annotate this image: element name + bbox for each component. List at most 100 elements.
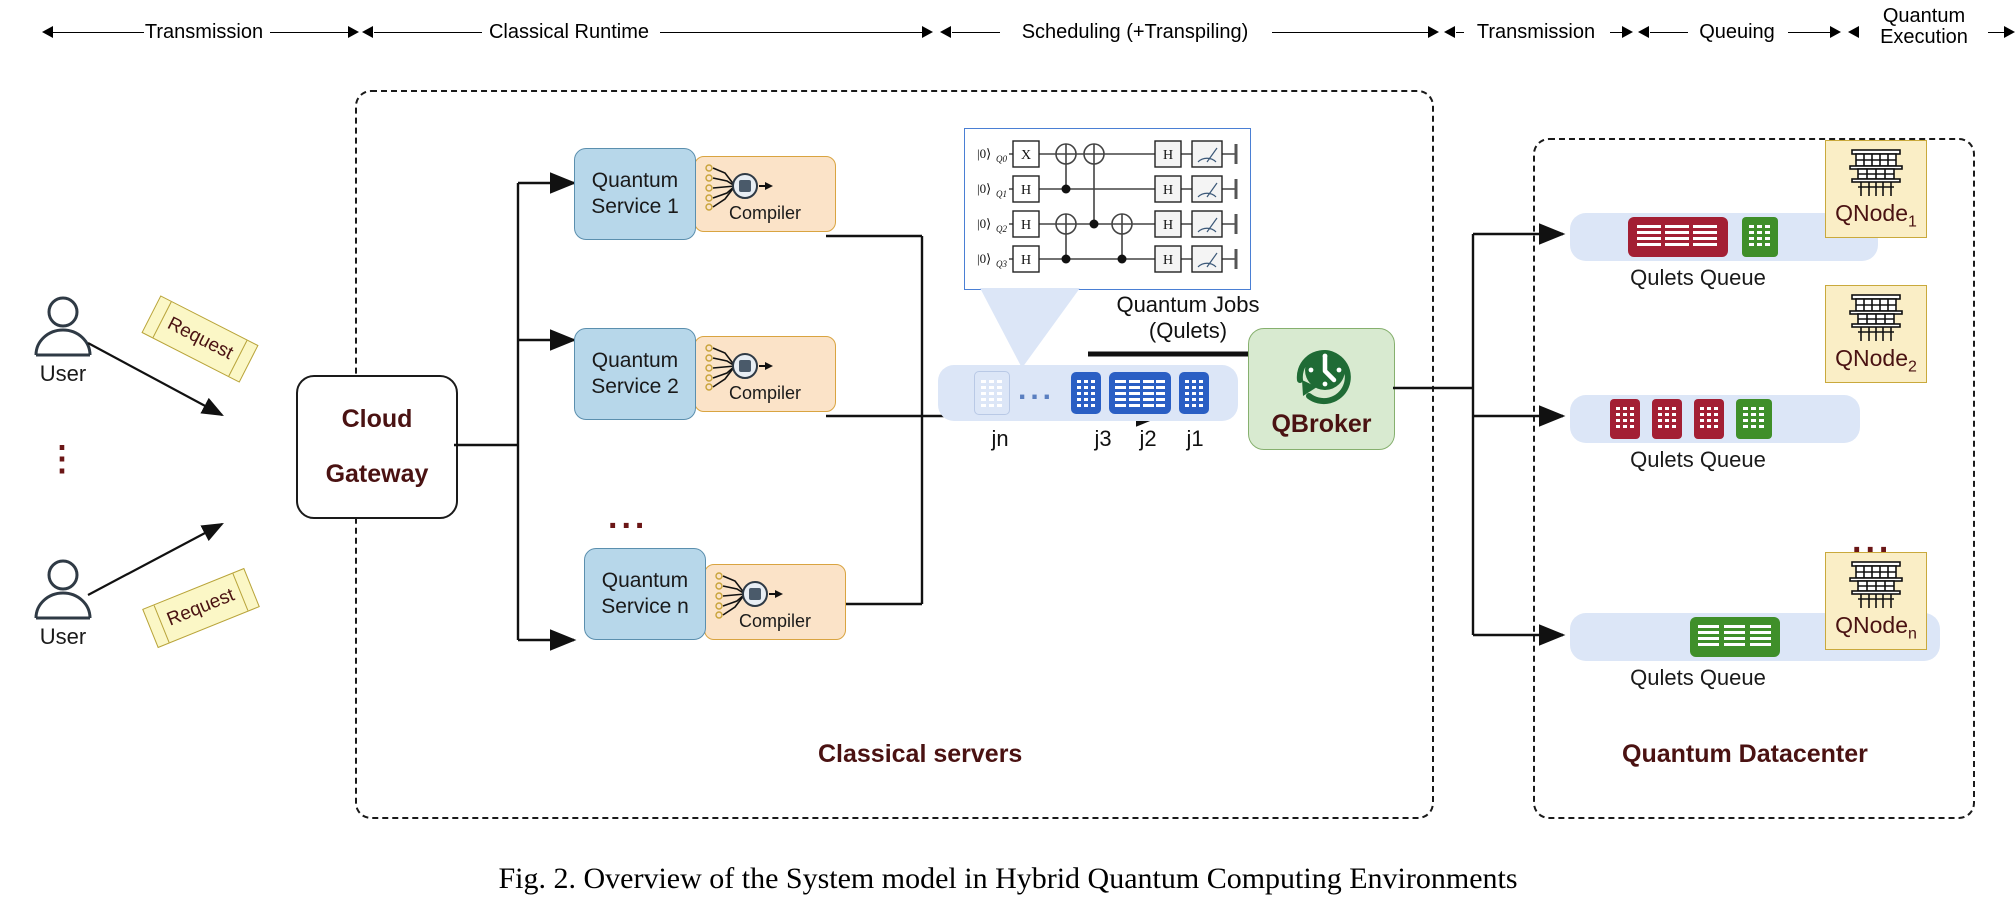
compiler-label: Compiler bbox=[728, 383, 802, 403]
service-name-line1: Quantum bbox=[601, 568, 689, 592]
job-label-jn: jn bbox=[991, 426, 1009, 451]
queue-item-green[interactable] bbox=[1690, 617, 1780, 657]
classical-servers-title: Classical servers bbox=[818, 740, 1023, 768]
compiler-n[interactable]: Compiler bbox=[704, 564, 846, 640]
queue-item-green[interactable] bbox=[1742, 217, 1778, 257]
quantum-service-n[interactable]: Compiler Quantum Service n bbox=[584, 548, 846, 640]
server-glyph-icon bbox=[1743, 407, 1764, 428]
qulets-queue-2 bbox=[1570, 395, 1860, 443]
user-icon bbox=[34, 559, 92, 620]
server-glyph-icon bbox=[1185, 380, 1204, 407]
quantum-service-2[interactable]: Compiler Quantum Service 2 bbox=[574, 328, 836, 420]
svg-text:|0⟩: |0⟩ bbox=[977, 181, 991, 196]
job-card-j2[interactable] bbox=[1109, 372, 1172, 414]
phase-scheduling: Scheduling (+Transpiling) bbox=[940, 12, 1440, 52]
queue-item-green[interactable] bbox=[1736, 399, 1772, 439]
svg-text:|0⟩: |0⟩ bbox=[977, 146, 991, 161]
compiler-1[interactable]: Compiler bbox=[694, 156, 836, 232]
quantum-service-box[interactable]: Quantum Service 1 bbox=[574, 148, 696, 240]
quantum-datacenter-title: Quantum Datacenter bbox=[1622, 740, 1868, 768]
server-glyph-icon bbox=[1637, 225, 1717, 246]
svg-text:Q3: Q3 bbox=[996, 259, 1007, 269]
queue-item-red[interactable] bbox=[1652, 399, 1682, 439]
svg-text:Q0: Q0 bbox=[996, 154, 1007, 164]
services-ellipsis: ... bbox=[608, 498, 649, 536]
svg-text:H: H bbox=[1163, 253, 1173, 268]
svg-text:Q1: Q1 bbox=[996, 189, 1007, 199]
job-card-jn[interactable] bbox=[974, 371, 1010, 415]
phase-label-line2: Execution bbox=[1880, 26, 1968, 48]
measurement-icon bbox=[1191, 140, 1223, 273]
svg-text:H: H bbox=[1021, 183, 1031, 198]
queue-item-red[interactable] bbox=[1694, 399, 1724, 439]
service-name-line1: Quantum bbox=[591, 168, 679, 192]
user-arrows bbox=[87, 342, 224, 596]
qbroker-label: QBroker bbox=[1271, 409, 1372, 438]
server-glyph-icon bbox=[1698, 625, 1771, 646]
server-glyph-icon bbox=[1749, 225, 1770, 246]
user-1[interactable]: User bbox=[28, 295, 98, 386]
quantum-service-1[interactable]: Compiler Quantum Service 1 bbox=[574, 148, 836, 240]
chip-icon bbox=[705, 344, 773, 391]
qulets-queue-label-2: Qulets Queue bbox=[1630, 447, 1766, 472]
jobs-ellipsis: ... bbox=[1018, 373, 1056, 406]
phase-bar: Transmission Classical Runtime Schedulin… bbox=[0, 6, 2016, 64]
qulets-queue-label-3: Qulets Queue bbox=[1630, 665, 1766, 690]
gateway-line-1: Cloud bbox=[341, 405, 413, 433]
service-name-line2: Service 2 bbox=[591, 375, 679, 398]
phase-classical-runtime: Classical Runtime bbox=[362, 12, 934, 52]
server-glyph-icon bbox=[1658, 407, 1676, 428]
clock-refresh-icon bbox=[1296, 349, 1351, 404]
queue-item-red[interactable] bbox=[1610, 399, 1640, 439]
job-label-j2: j2 bbox=[1139, 426, 1157, 451]
cloud-gateway-box[interactable]: Cloud Gateway bbox=[296, 375, 458, 519]
qnode-1[interactable]: QNode1 bbox=[1825, 140, 1927, 238]
phase-label: Transmission bbox=[144, 20, 264, 43]
compiler-2[interactable]: Compiler bbox=[694, 336, 836, 412]
cryostat-icon bbox=[1849, 561, 1903, 609]
quantum-circuit-svg: |0⟩Q0 |0⟩Q1 |0⟩Q2 |0⟩Q3 X H H H bbox=[977, 140, 1238, 273]
qulets-queue-label-1: Qulets Queue bbox=[1630, 265, 1766, 290]
job-label-j3: j3 bbox=[1094, 426, 1112, 451]
svg-text:H: H bbox=[1163, 218, 1173, 233]
svg-text:H: H bbox=[1021, 253, 1031, 268]
svg-text:|0⟩: |0⟩ bbox=[977, 251, 991, 266]
queue-item-red[interactable] bbox=[1628, 217, 1728, 257]
quantum-service-box[interactable]: Quantum Service n bbox=[584, 548, 706, 640]
phase-transmission-2: Transmission bbox=[1444, 12, 1634, 52]
chip-icon bbox=[715, 572, 783, 619]
phase-label: Classical Runtime bbox=[488, 20, 650, 43]
compiler-label: Compiler bbox=[728, 203, 802, 223]
phase-label: Scheduling (+Transpiling) bbox=[1021, 20, 1249, 43]
gateway-line-2: Gateway bbox=[325, 460, 429, 488]
quantum-jobs-caption-line1: Quantum Jobs bbox=[1116, 292, 1260, 317]
svg-text:H: H bbox=[1163, 183, 1173, 198]
qnode-label: QNode1 bbox=[1835, 200, 1917, 231]
quantum-service-box[interactable]: Quantum Service 2 bbox=[574, 328, 696, 420]
qnode-n[interactable]: QNoden bbox=[1825, 552, 1927, 650]
qnode-label: QNoden bbox=[1835, 612, 1917, 643]
svg-text:H: H bbox=[1163, 148, 1173, 163]
gateway-service-connectors bbox=[454, 172, 577, 651]
cryostat-icon bbox=[1849, 294, 1903, 342]
qbroker-box[interactable]: QBroker bbox=[1248, 328, 1395, 450]
qulets-strip: ... bbox=[938, 365, 1238, 421]
phase-quantum-execution: Quantum Execution bbox=[1848, 6, 2016, 62]
server-glyph-icon bbox=[1077, 380, 1096, 407]
server-glyph-icon bbox=[1616, 407, 1634, 428]
phase-label: Queuing bbox=[1699, 20, 1775, 43]
job-card-j1[interactable] bbox=[1179, 372, 1210, 414]
phase-label: Transmission bbox=[1476, 20, 1596, 43]
server-glyph-icon bbox=[1700, 407, 1718, 428]
quantum-jobs-caption-line2: (Qulets) bbox=[1148, 318, 1228, 344]
qnode-2[interactable]: QNode2 bbox=[1825, 285, 1927, 383]
chip-icon bbox=[705, 164, 773, 211]
job-card-j3[interactable] bbox=[1071, 372, 1102, 414]
quantum-circuit-panel: |0⟩Q0 |0⟩Q1 |0⟩Q2 |0⟩Q3 X H H H bbox=[964, 128, 1251, 290]
quantum-datacenter-region bbox=[1533, 138, 1975, 819]
svg-text:|0⟩: |0⟩ bbox=[977, 216, 991, 231]
phase-transmission-1: Transmission bbox=[42, 12, 360, 52]
service-name-line1: Quantum bbox=[591, 348, 679, 372]
user-2[interactable]: User bbox=[28, 558, 98, 649]
compiler-label: Compiler bbox=[738, 611, 812, 631]
